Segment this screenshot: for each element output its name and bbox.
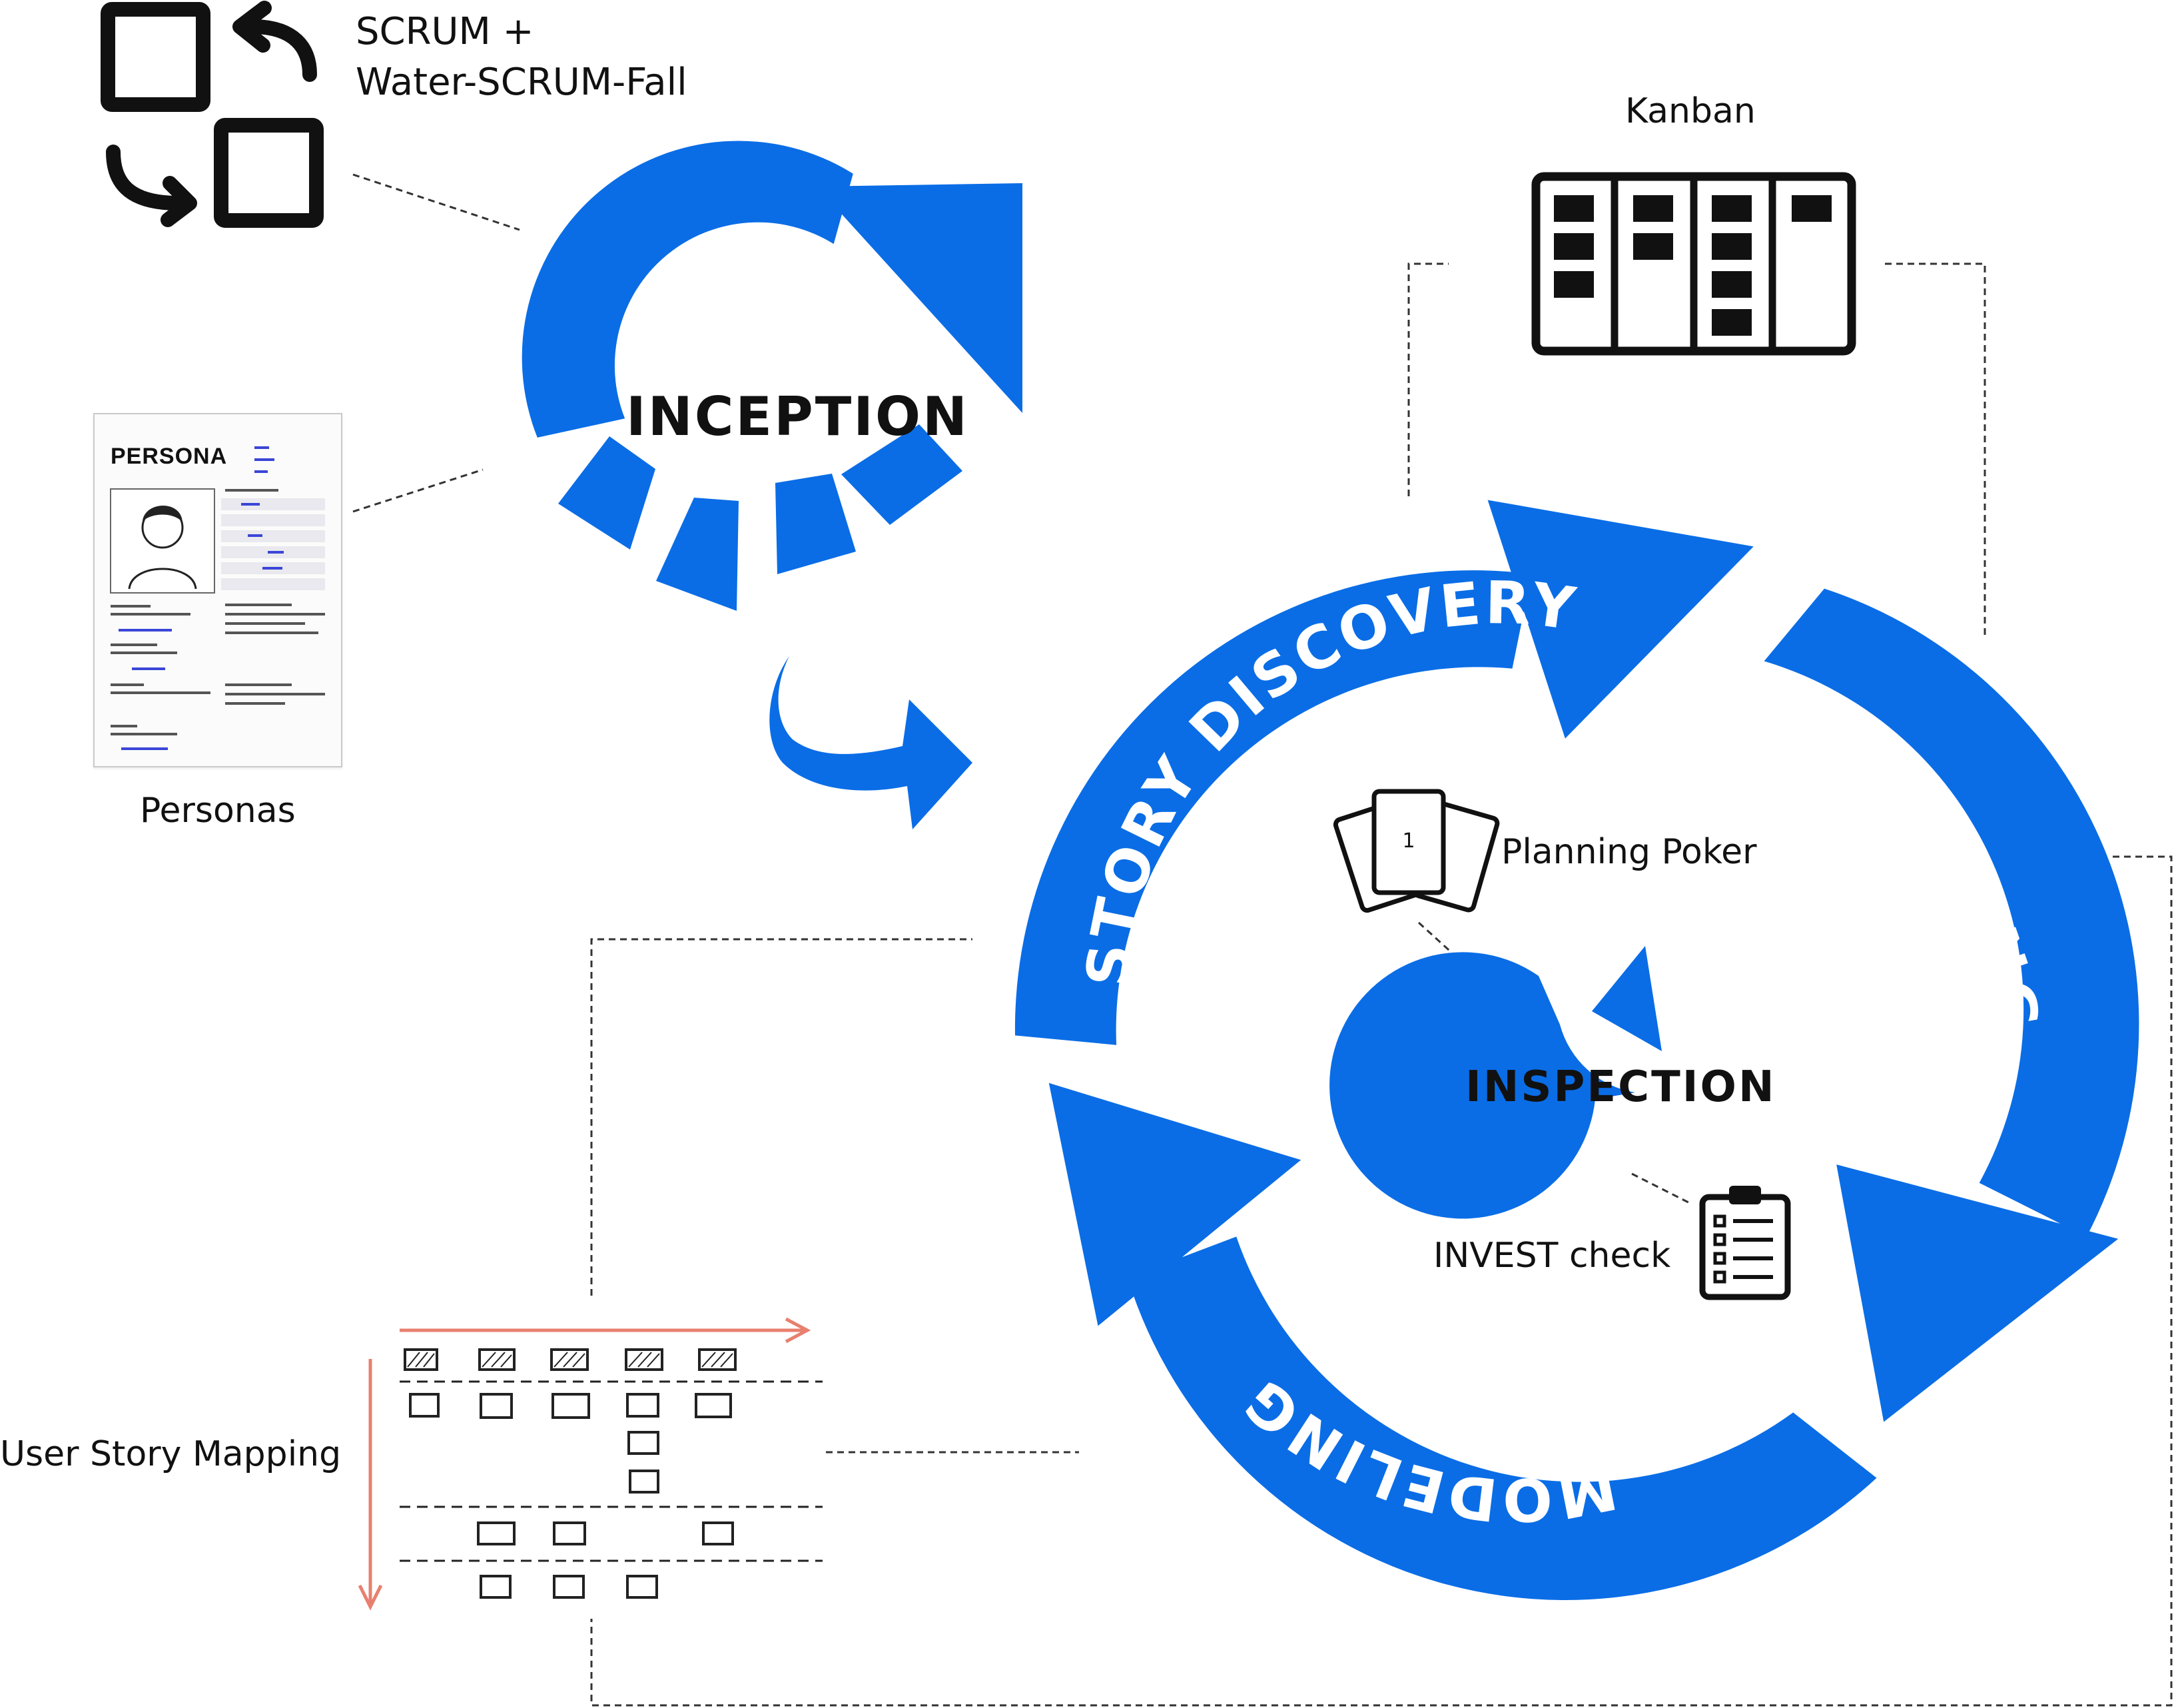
persona-doc-body bbox=[110, 446, 325, 750]
planning-poker-label: Planning Poker bbox=[1501, 832, 1757, 872]
scrum-label-line2: Water-SCRUM-Fall bbox=[356, 61, 687, 104]
invest-check-label: INVEST check bbox=[1433, 1236, 1671, 1276]
poker-card-value: 1 bbox=[1402, 829, 1415, 853]
clipboard-checklist-icon bbox=[1699, 1186, 1791, 1300]
persona-document-icon: PERSONA bbox=[93, 413, 342, 767]
main-cycle: STORY DISCOVERY REFINING MODELING bbox=[1014, 500, 2139, 1600]
connector-storymap-upper bbox=[590, 938, 972, 1296]
inception-label: INCEPTION bbox=[626, 386, 970, 448]
connector-scrum-inception bbox=[352, 173, 520, 231]
story-map-axes bbox=[358, 1317, 811, 1611]
modeling-arrow bbox=[1048, 1082, 1877, 1600]
planning-poker-cards-icon: 1 bbox=[1333, 789, 1500, 913]
connector-poker-inspection bbox=[1417, 921, 1457, 957]
connector-kanban-right bbox=[1885, 262, 1986, 640]
connector-lines bbox=[352, 173, 2173, 1707]
scrum-label-line1: SCRUM + bbox=[356, 10, 534, 53]
connector-refining-storymap bbox=[590, 855, 2173, 1707]
refining-arrow bbox=[1764, 588, 2139, 1422]
user-story-mapping-label: User Story Mapping bbox=[0, 1434, 342, 1474]
connector-inspection-invest bbox=[1631, 1172, 1689, 1204]
connector-kanban-left bbox=[1407, 262, 1449, 496]
inspection-loop-icon bbox=[1329, 946, 1662, 1219]
connector-persona-inception bbox=[352, 468, 484, 513]
story-map-icon bbox=[358, 1317, 823, 1611]
personas-label: Personas bbox=[140, 791, 296, 831]
kanban-board-icon bbox=[1531, 172, 1856, 356]
inception-loop-icon bbox=[522, 141, 1022, 829]
inspection-label: INSPECTION bbox=[1465, 1063, 1776, 1112]
scrum-cycle-icon bbox=[101, 1, 324, 228]
persona-doc-title: PERSONA bbox=[111, 444, 228, 469]
story-discovery-label: STORY DISCOVERY bbox=[1073, 568, 1581, 989]
kanban-label: Kanban bbox=[1625, 91, 1756, 131]
story-discovery-arrow bbox=[1014, 500, 1754, 1045]
